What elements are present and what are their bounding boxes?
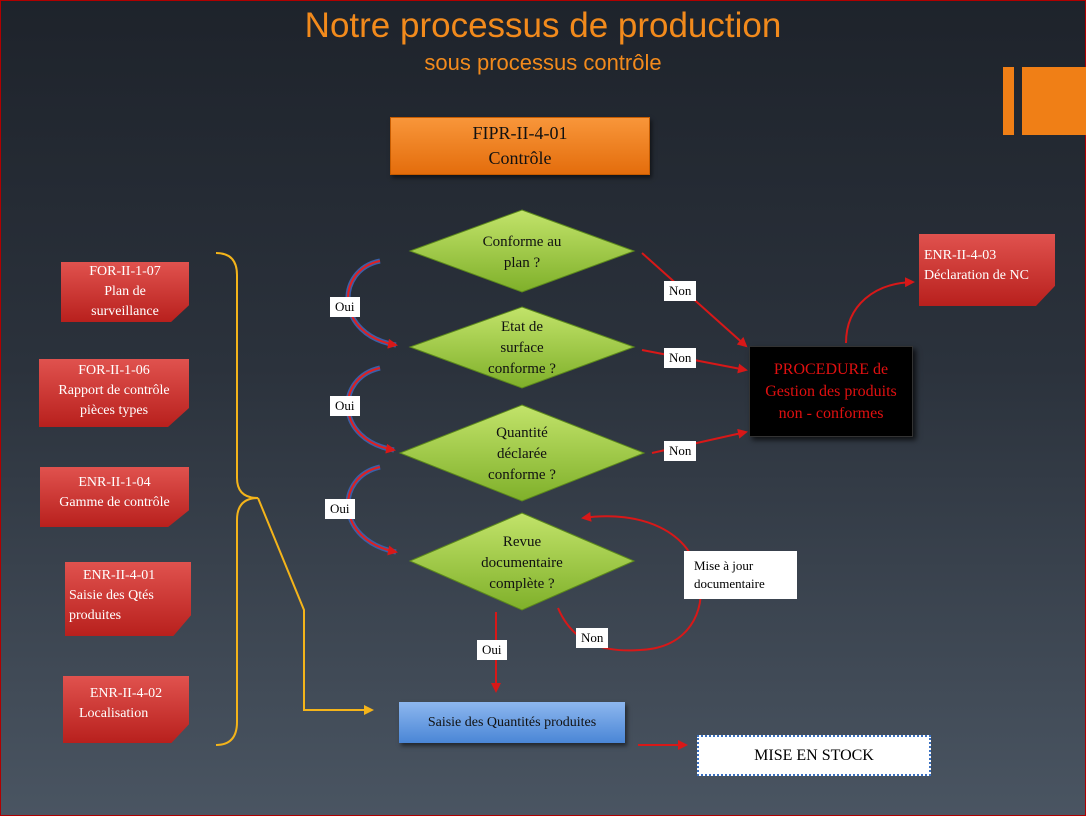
oui-label-1: Oui: [330, 297, 360, 317]
nc-arrow: [845, 277, 915, 344]
decision-diamond-1: [408, 209, 636, 293]
process-box-fipr: FIPR-II-4-01 Contrôle: [390, 117, 650, 175]
decision-diamond-2: [408, 306, 636, 389]
decision-diamond-4: [408, 512, 636, 611]
decorative-bar-wide: [1022, 67, 1086, 135]
decision-diamond-3: [398, 404, 646, 502]
oui-label-4: Oui: [477, 640, 507, 660]
oui-label-3: Oui: [325, 499, 355, 519]
oui-label-2: Oui: [330, 396, 360, 416]
non-label-3: Non: [664, 441, 697, 461]
brace-arrow: [257, 497, 374, 715]
brace-connector: [215, 252, 259, 746]
saisie-quantites-box: Saisie des Quantités produites: [399, 702, 625, 743]
mise-en-stock-box: MISE EN STOCK: [697, 735, 931, 776]
oui-arrow-3: [345, 464, 397, 555]
non-label-4: Non: [576, 628, 609, 648]
page-subtitle: sous processus contrôle: [424, 50, 662, 75]
non-label-2: Non: [664, 348, 697, 368]
page-title: Notre processus de production: [304, 6, 782, 45]
procedure-nc-box: PROCEDURE de Gestion des produits non - …: [749, 346, 913, 437]
decorative-bar-thin: [1003, 67, 1014, 135]
non-label-1: Non: [664, 281, 697, 301]
